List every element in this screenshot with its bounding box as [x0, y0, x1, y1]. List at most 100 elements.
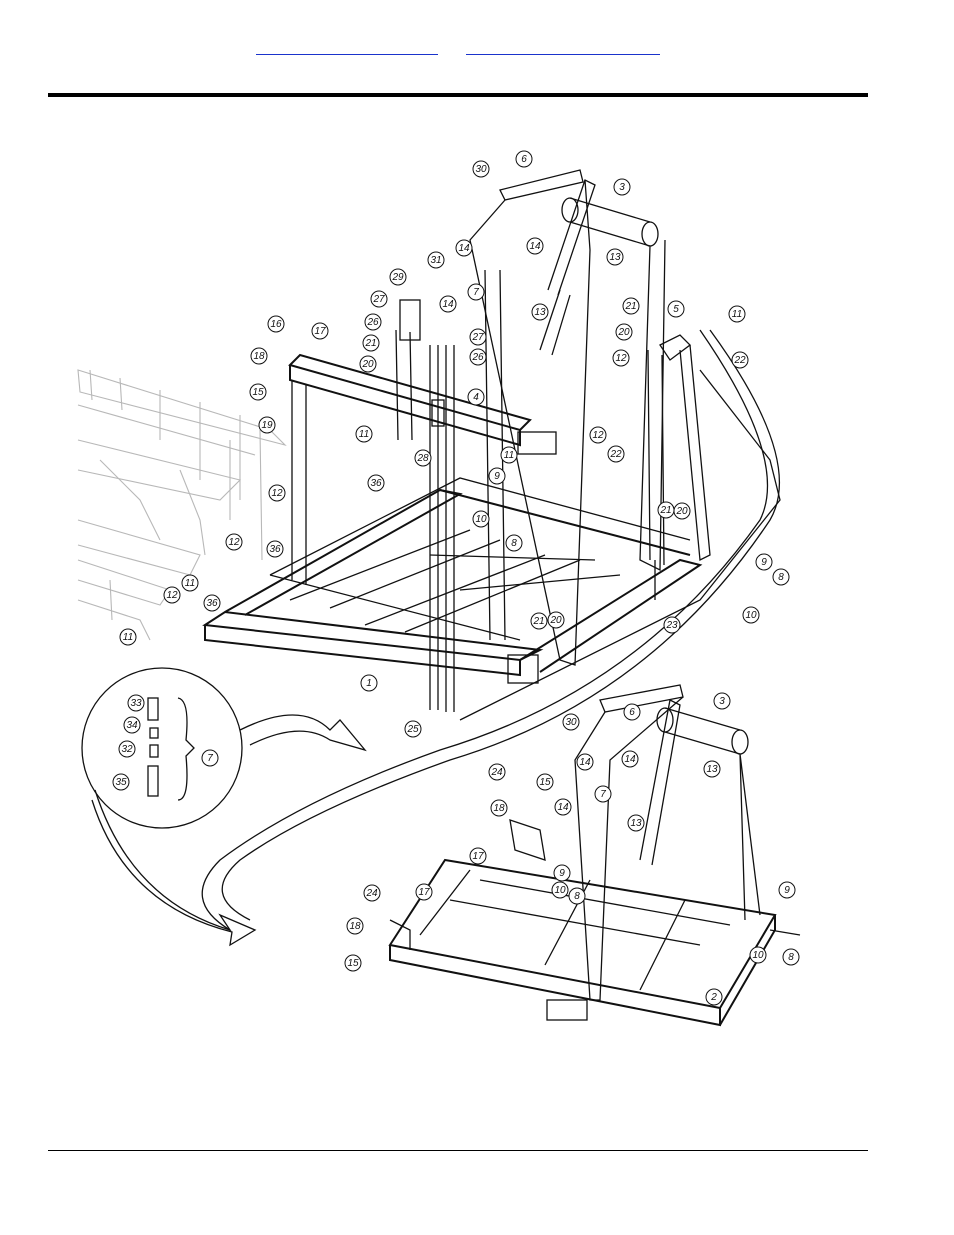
callout-number: 24 — [490, 767, 503, 778]
callout-14: 14 — [439, 295, 457, 313]
callout-number: 22 — [609, 449, 622, 460]
callout-number: 34 — [126, 720, 138, 731]
callout-circle — [427, 251, 445, 269]
callout-number: 12 — [166, 590, 178, 601]
callout-36: 36 — [367, 474, 385, 492]
callout-11: 11 — [119, 628, 137, 646]
callout-number: 31 — [430, 255, 441, 266]
callout-10: 10 — [472, 510, 490, 528]
header-link-1[interactable] — [256, 42, 438, 55]
callout-number: 11 — [504, 450, 514, 461]
upper-frame-assembly — [202, 169, 781, 721]
callout-number: 28 — [416, 453, 429, 464]
callout-circle — [415, 883, 433, 901]
callout-number: 15 — [347, 958, 359, 969]
callout-18: 18 — [250, 347, 268, 365]
callout-circle — [505, 534, 523, 552]
callout-number: 36 — [206, 598, 218, 609]
callout-20: 20 — [615, 323, 633, 341]
callout-8: 8 — [568, 887, 586, 905]
callout-5: 5 — [667, 300, 685, 318]
callout-12: 12 — [612, 349, 630, 367]
callout-circle — [713, 692, 731, 710]
callout-13: 13 — [703, 760, 721, 778]
callout-circle — [623, 703, 641, 721]
header-link-2[interactable] — [466, 42, 660, 55]
callout-number: 10 — [745, 610, 757, 621]
callout-32: 32 — [118, 740, 136, 758]
callout-15: 15 — [344, 954, 362, 972]
callout-14: 14 — [526, 237, 544, 255]
callout-number: 11 — [123, 632, 133, 643]
callout-circle — [123, 716, 141, 734]
callout-number: 8 — [574, 891, 580, 902]
callout-8: 8 — [505, 534, 523, 552]
callout-number: 5 — [673, 304, 679, 315]
callout-circle — [589, 426, 607, 444]
callout-19: 19 — [258, 416, 276, 434]
callout-circle — [344, 954, 362, 972]
callout-1: 1 — [360, 674, 378, 692]
callout-circle — [467, 388, 485, 406]
callout-10: 10 — [551, 881, 569, 899]
callout-circle — [705, 988, 723, 1006]
callout-circle — [467, 283, 485, 301]
callout-circle — [346, 917, 364, 935]
callout-17: 17 — [415, 883, 433, 901]
callout-15: 15 — [536, 773, 554, 791]
callout-circle — [515, 150, 533, 168]
callout-number: 13 — [534, 307, 546, 318]
ghost-implement-frame — [77, 369, 287, 641]
callout-circle — [203, 594, 221, 612]
callout-20: 20 — [673, 502, 691, 520]
callout-7: 7 — [467, 283, 485, 301]
callout-circle — [364, 313, 382, 331]
callout-13: 13 — [606, 248, 624, 266]
callout-number: 11 — [185, 578, 195, 589]
callout-number: 9 — [559, 868, 565, 879]
callout-number: 15 — [252, 387, 264, 398]
callout-number: 10 — [554, 885, 566, 896]
callout-number: 10 — [752, 950, 764, 961]
callout-circle — [731, 351, 749, 369]
callout-number: 13 — [609, 252, 621, 263]
callout-circle — [225, 533, 243, 551]
detail-bubble — [81, 667, 367, 947]
callout-8: 8 — [772, 568, 790, 586]
callout-7: 7 — [201, 749, 219, 767]
callout-circle — [742, 606, 760, 624]
callout-11: 11 — [500, 446, 518, 464]
callout-number: 17 — [418, 887, 430, 898]
callout-number: 29 — [391, 272, 404, 283]
callout-circle — [594, 785, 612, 803]
callout-circle — [268, 484, 286, 502]
callout-31: 31 — [427, 251, 445, 269]
callout-number: 21 — [364, 338, 376, 349]
callout-circle — [469, 847, 487, 865]
callout-number: 7 — [207, 753, 213, 764]
callout-circle — [360, 674, 378, 692]
callout-number: 22 — [733, 355, 746, 366]
callout-circle — [778, 881, 796, 899]
callout-number: 14 — [529, 241, 541, 252]
callout-25: 25 — [404, 720, 422, 738]
callout-circle — [469, 348, 487, 366]
callout-circle — [615, 323, 633, 341]
callout-circle — [249, 383, 267, 401]
callout-circle — [551, 881, 569, 899]
callout-circle — [531, 303, 549, 321]
callout-9: 9 — [553, 864, 571, 882]
callout-number: 21 — [532, 616, 544, 627]
callout-number: 14 — [579, 757, 591, 768]
callout-circle — [536, 773, 554, 791]
callout-circle — [490, 799, 508, 817]
callout-circle — [606, 248, 624, 266]
callout-number: 26 — [366, 317, 379, 328]
callout-number: 32 — [121, 744, 133, 755]
callout-circle — [250, 347, 268, 365]
callout-number: 1 — [366, 678, 372, 689]
callout-number: 36 — [370, 478, 382, 489]
callout-circle — [613, 178, 631, 196]
